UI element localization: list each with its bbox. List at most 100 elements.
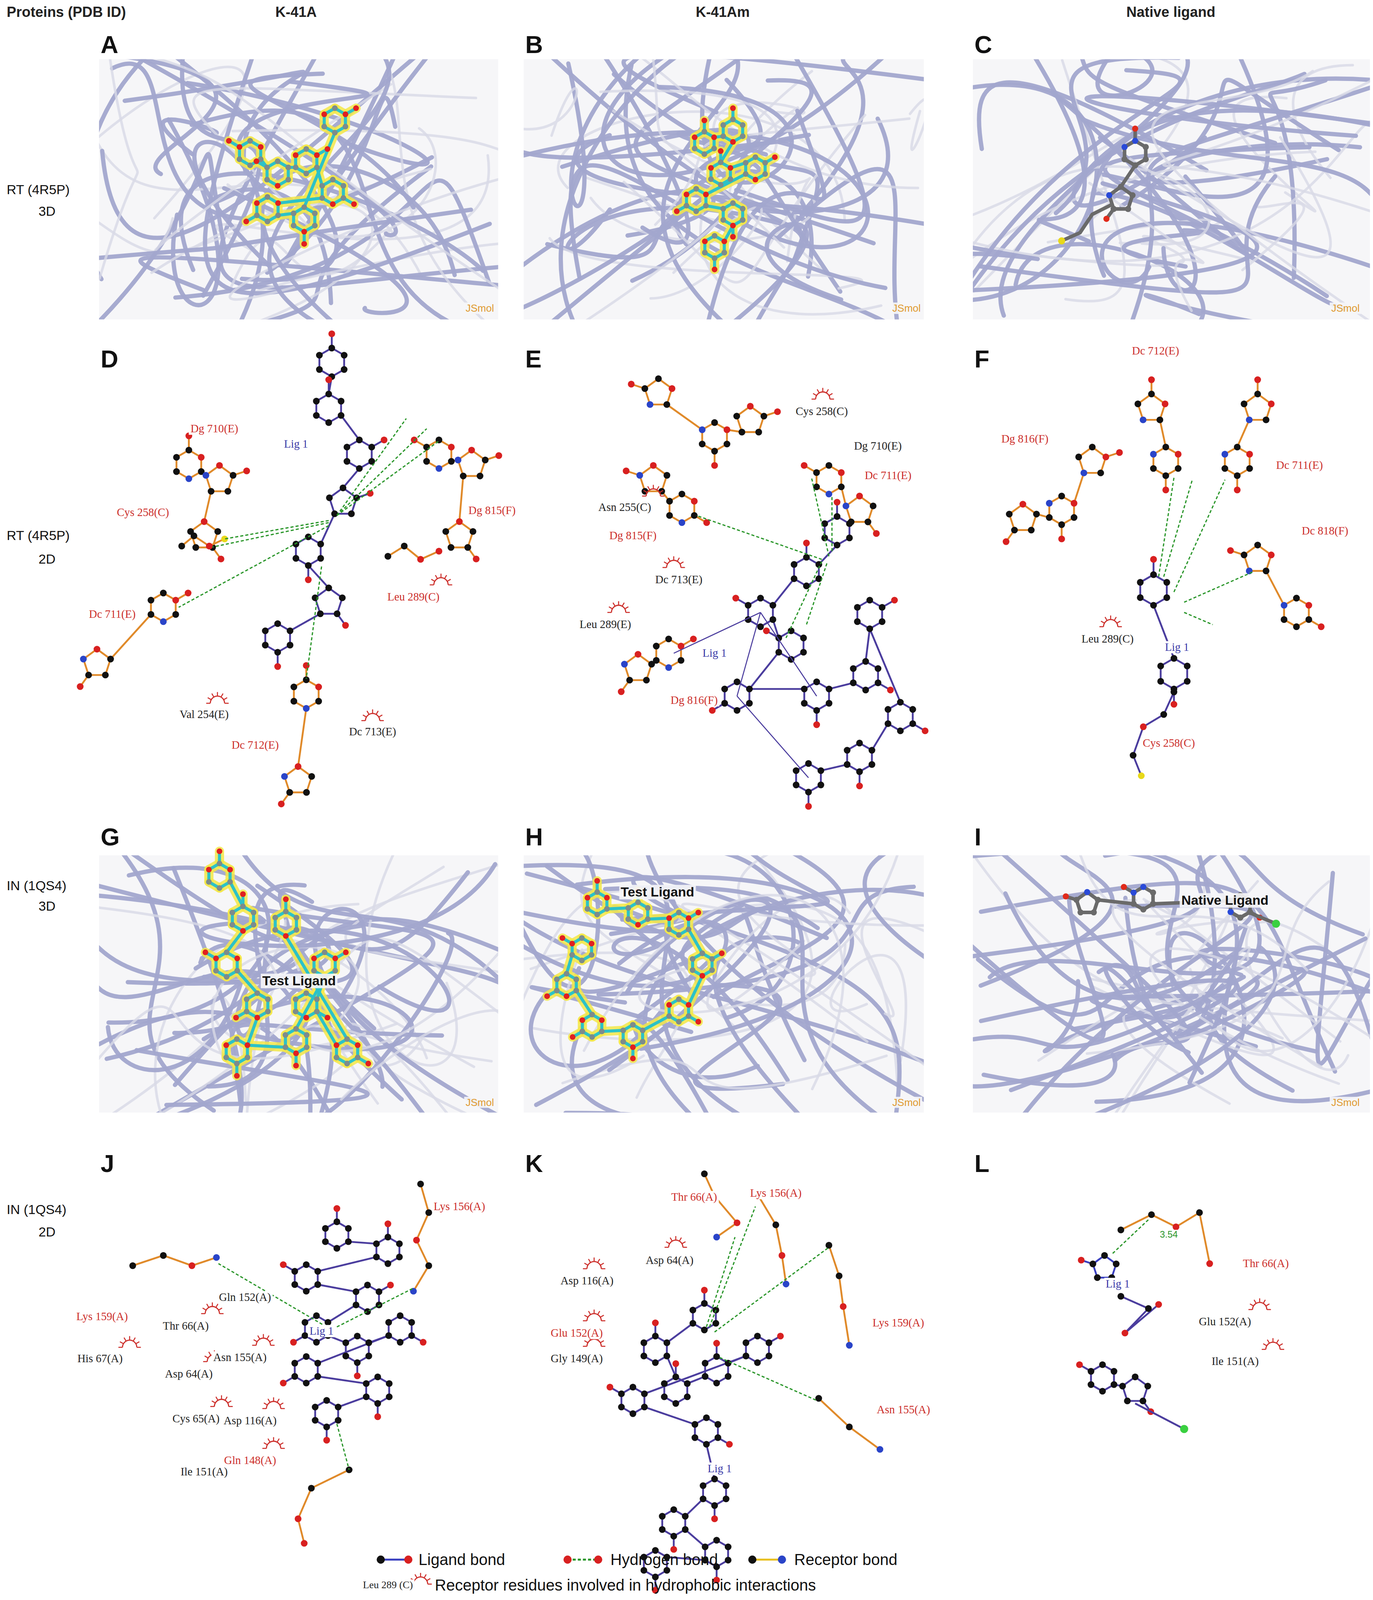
- hydrogen-bond: [1184, 612, 1214, 625]
- atom: [842, 502, 850, 510]
- ligand-atom: [569, 941, 576, 947]
- atom: [286, 641, 294, 649]
- ligand-atom: [324, 1014, 331, 1021]
- atom: [817, 767, 825, 774]
- atom: [207, 487, 215, 495]
- atom: [303, 1288, 310, 1295]
- atom: [396, 1339, 404, 1346]
- atom: [396, 1312, 404, 1320]
- ligand-atom: [720, 216, 727, 223]
- atom: [755, 428, 763, 436]
- protein-ribbon: [547, 204, 924, 258]
- atom: [666, 512, 673, 519]
- ligand-atom: [729, 200, 736, 207]
- ligand-atom: [264, 218, 271, 225]
- receptor-bond: [297, 708, 307, 767]
- ligand-atom: [720, 133, 727, 140]
- hydrophobic-tick: [613, 602, 616, 607]
- ligand-atom: [666, 1002, 673, 1009]
- ligand-atom: [333, 1054, 340, 1061]
- ligand-atom: [250, 922, 257, 929]
- atom: [286, 789, 293, 796]
- ligand-atom: [1150, 900, 1157, 908]
- ligand-atom: [342, 111, 349, 118]
- ligand-atom: [314, 152, 320, 159]
- receptor-bond: [181, 535, 225, 546]
- ligand-atom: [351, 201, 357, 208]
- atom: [274, 663, 282, 670]
- atom: [1305, 601, 1313, 609]
- atom: [303, 1379, 310, 1387]
- atom: [790, 561, 798, 568]
- ligand-atom: [620, 1027, 627, 1034]
- ligand-atom: [720, 122, 727, 129]
- atom: [689, 635, 697, 643]
- atom: [454, 456, 462, 464]
- ligand-atom: [1237, 914, 1244, 921]
- protein-ribbon: [972, 166, 1210, 260]
- atom: [833, 498, 841, 506]
- ligand-atom: [264, 1008, 271, 1015]
- ligand-atom: [689, 956, 696, 963]
- atom: [261, 641, 269, 649]
- ribbon-group: [523, 59, 924, 320]
- atom: [314, 1373, 322, 1381]
- ligand-atom: [742, 171, 749, 178]
- atom: [1240, 551, 1248, 559]
- atom: [1170, 655, 1178, 662]
- atom: [291, 1268, 298, 1275]
- atom: [652, 642, 660, 650]
- atom: [805, 803, 812, 810]
- ligand-stick: [247, 1017, 258, 1046]
- ligand-atom: [729, 139, 736, 146]
- ligand-atom: [1140, 906, 1147, 913]
- ligand-atom: [264, 996, 271, 1003]
- receptor-bond: [459, 476, 464, 522]
- atom: [909, 705, 916, 713]
- hydrogen-bond: [811, 477, 829, 557]
- ligand-atom: [365, 1060, 372, 1067]
- ligand-atom: [701, 128, 708, 135]
- ligand-atom: [762, 171, 769, 178]
- protein-ribbon: [1086, 881, 1329, 1054]
- ligand-atom: [205, 866, 212, 873]
- atom: [1170, 688, 1178, 696]
- atom: [896, 698, 904, 706]
- atom: [1254, 541, 1261, 549]
- protein-ribbon: [972, 70, 1181, 320]
- ligand-atom: [253, 158, 260, 165]
- atom: [159, 589, 167, 597]
- atom: [1246, 450, 1254, 458]
- atom: [1148, 390, 1155, 398]
- receptor-bond: [1073, 472, 1084, 504]
- ligand-stick: [1061, 204, 1113, 241]
- atom: [1233, 486, 1241, 494]
- ligand-atom: [569, 1034, 576, 1041]
- ligand-atom: [720, 205, 727, 212]
- ligand-atom: [666, 915, 673, 922]
- ligand-atom: [685, 915, 692, 922]
- atom: [800, 648, 807, 656]
- ligand-atom: [344, 1060, 351, 1067]
- atom: [481, 456, 489, 464]
- hydrophobic-arc: [365, 713, 380, 721]
- ligand-atom: [332, 968, 339, 975]
- ligand-atom: [645, 905, 651, 912]
- ligand-glow: [226, 930, 244, 953]
- atom: [107, 655, 114, 663]
- ligand-atom: [272, 914, 279, 921]
- ligand-atom: [584, 906, 591, 912]
- ligand-atom: [340, 182, 347, 189]
- atom: [464, 544, 471, 551]
- atom: [1115, 449, 1123, 456]
- atom: [866, 625, 874, 633]
- atom: [1161, 400, 1169, 408]
- atom: [757, 623, 764, 631]
- ribbon-group: [972, 855, 1370, 1113]
- receptor-bond: [204, 491, 212, 522]
- hydrophobic-tick: [607, 612, 612, 614]
- atom: [1156, 416, 1164, 424]
- ligand-stick: [705, 174, 746, 195]
- panel-ground: [523, 855, 924, 1113]
- atom: [856, 739, 863, 747]
